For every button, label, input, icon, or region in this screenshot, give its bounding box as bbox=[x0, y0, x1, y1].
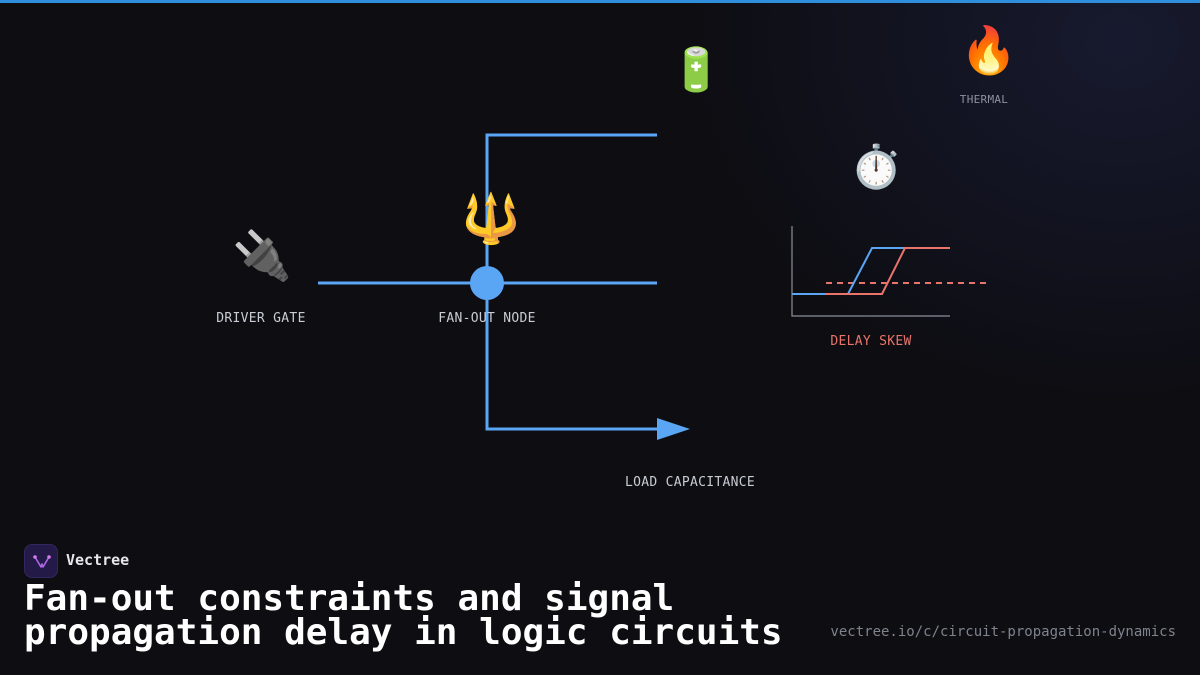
battery-icon: 🔋 bbox=[670, 45, 723, 94]
brand-name: Vectree bbox=[66, 551, 130, 569]
logo-mark bbox=[34, 556, 50, 568]
brand-logo bbox=[24, 544, 58, 578]
fire-icon: 🔥 bbox=[960, 23, 1018, 77]
trident-icon: 🔱 bbox=[461, 191, 521, 247]
load-arrow bbox=[657, 418, 690, 440]
delay-skew-plot bbox=[791, 226, 990, 317]
fanout-node-label: FAN-OUT NODE bbox=[438, 311, 536, 326]
logo-dot-left bbox=[33, 555, 37, 559]
page-title: Fan-out constraints and signal propagati… bbox=[24, 578, 783, 653]
thermal-label: THERMAL bbox=[959, 93, 1009, 106]
skew-input-waveform bbox=[792, 247, 950, 295]
lower-branch-wire bbox=[485, 283, 660, 431]
driver-gate-label: DRIVER GATE bbox=[216, 311, 306, 326]
plug-icon: 🔌 bbox=[232, 228, 292, 284]
page-url: vectree.io/c/circuit-propagation-dynamic… bbox=[830, 624, 1176, 640]
load-capacitance-label: LOAD CAPACITANCE bbox=[624, 475, 756, 490]
skew-axes bbox=[791, 226, 950, 317]
fanout-node-dot bbox=[470, 266, 504, 300]
stopwatch-icon: ⏱️ bbox=[850, 142, 903, 191]
vectree-logo-icon bbox=[33, 555, 51, 568]
skew-output-waveform bbox=[826, 247, 950, 295]
logo-dot-right bbox=[47, 555, 51, 559]
delay-skew-label: DELAY SKEW bbox=[830, 334, 912, 349]
top-accent-bar bbox=[0, 0, 1200, 3]
upper-branch-wire bbox=[485, 133, 657, 283]
